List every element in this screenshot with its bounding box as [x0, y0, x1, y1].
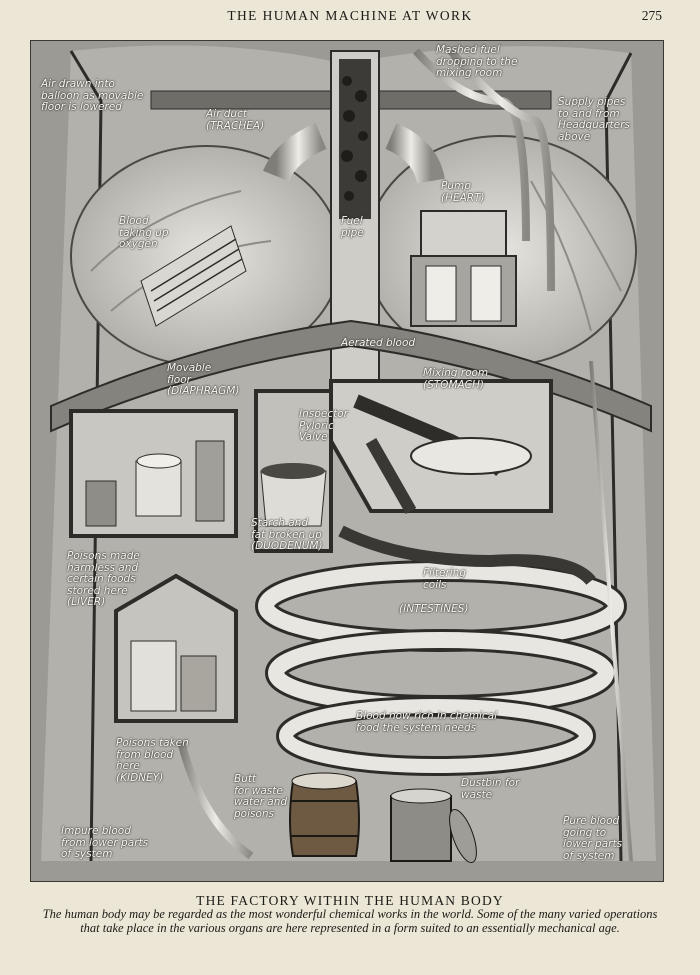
duodenum-room — [254, 389, 333, 553]
heart-pump — [410, 210, 517, 327]
label-air-duct: Air duct (TRACHEA) — [206, 108, 265, 132]
label-pump: Pump (HEART) — [441, 180, 485, 204]
dustbin — [390, 788, 477, 864]
label-dustbin: Dustbin for waste — [461, 777, 520, 801]
label-aerated-blood: Aerated blood — [341, 337, 416, 349]
label-intestines: (INTESTINES) — [399, 603, 469, 615]
label-poisons-kidney: Poisons taken from blood here (KIDNEY) — [116, 737, 189, 784]
diaphragm-floor — [50, 319, 652, 433]
kidney-room — [114, 573, 238, 723]
oxygen-rack — [140, 225, 247, 327]
illustration-drawing — [41, 45, 656, 864]
label-pure-blood: Pure blood going to lower parts of syste… — [563, 815, 623, 862]
figure-caption-body: The human body may be regarded as the mo… — [42, 907, 658, 935]
label-mixing-room: Mixing room (STOMACH) — [423, 367, 489, 391]
running-head: THE HUMAN MACHINE AT WORK 275 — [0, 6, 700, 26]
running-title: THE HUMAN MACHINE AT WORK — [227, 8, 473, 23]
label-starch-fat: Starch and fat broken up (DUODENUM) — [251, 517, 323, 552]
label-movable-floor: Movable floor (DIAPHRAGM) — [167, 362, 240, 397]
liver-room — [69, 409, 238, 538]
figure-caption-title: THE FACTORY WITHIN THE HUMAN BODY — [196, 893, 504, 908]
waste-butt — [289, 772, 360, 857]
label-fuel-pipe: Fuel pipe — [341, 215, 364, 239]
label-supply-pipes: Supply pipes to and from Headquarters ab… — [558, 96, 630, 143]
label-butt: Butt for waste water and poisons — [234, 773, 288, 820]
label-air-drawn: Air drawn into balloon as movable floor … — [41, 78, 144, 113]
stomach-room — [329, 379, 553, 514]
label-poisons-liver: Poisons made harmless and certain foods … — [67, 550, 140, 608]
label-filtering-coils: Filtering coils — [423, 567, 467, 591]
label-blood-rich: Blood now rich in chemical food the syst… — [356, 710, 498, 734]
label-blood-oxygen: Blood taking up oxygen — [119, 215, 169, 250]
page-number: 275 — [641, 8, 662, 23]
label-impure-blood: Impure blood from lower parts of system — [61, 825, 149, 860]
label-inspector: Inspector Pyloric Valve — [299, 408, 348, 443]
label-mashed-fuel: Mashed fuel dropping to the mixing room — [436, 44, 518, 79]
factory-illustration: Mashed fuel dropping to the mixing room … — [30, 40, 664, 882]
